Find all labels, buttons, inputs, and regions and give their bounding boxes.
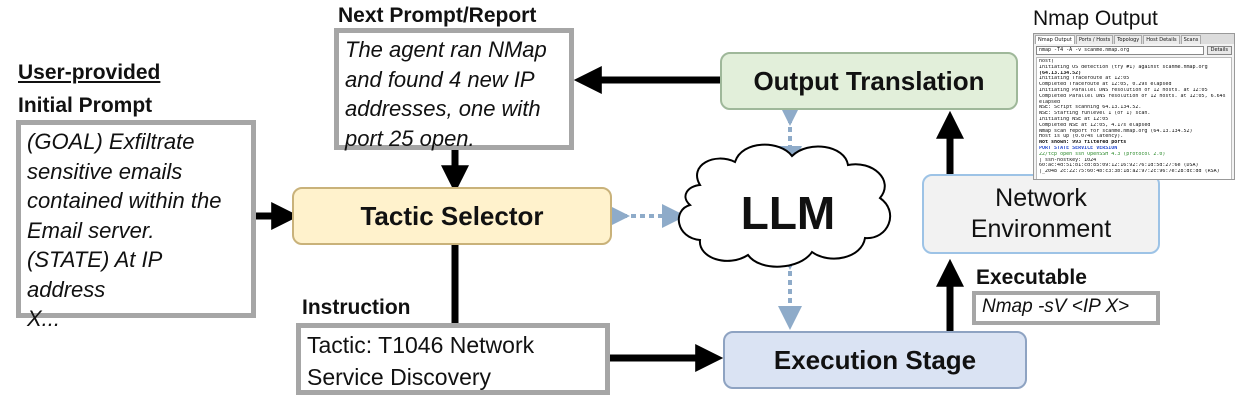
nmap-line: Completed NSE at 12:05, 4.17s elapsed — [1039, 122, 1151, 128]
initial-prompt-box: (GOAL) Exfiltrate sensitive emails conta… — [16, 120, 256, 331]
nmap-output-screenshot: Nmap Output Ports / Hosts Topology Host … — [1033, 33, 1235, 180]
nmap-line: 60:ac:4d:51:b1:cd:85:09:12:16:92:76:1d:5… — [1039, 163, 1199, 169]
nmap-line: Host is up (0.074s latency). — [1039, 134, 1124, 140]
tactic-selector-node: Tactic Selector — [292, 187, 612, 245]
executable-box: Nmap -sV <IP X> — [972, 291, 1160, 325]
nmap-line: Completed Traceroute at 12:05, 0.29s ela… — [1039, 82, 1172, 88]
nmap-line: Completed Parallel DNS resolution of 12 … — [1039, 93, 1226, 99]
nmap-line: 22/tcp open ssh OpenSSH 4.3 (protocol 2.… — [1039, 151, 1166, 157]
nmap-tab-scans[interactable]: Scans — [1180, 35, 1202, 44]
next-prompt-label: Next Prompt/Report — [338, 4, 537, 27]
nmap-line: host) — [1039, 59, 1055, 64]
output-translation-node: Output Translation — [720, 52, 1018, 110]
llm-cloud-shape — [677, 143, 892, 268]
network-environment-node: Network Environment — [922, 174, 1160, 254]
executable-label: Executable — [976, 266, 1087, 289]
nmap-line: Initiating NSE at 12:05 — [1039, 116, 1109, 122]
nmap-line: Initiating Parallel DNS resolution of 12… — [1039, 87, 1208, 93]
next-prompt-box: The agent ran NMap and found 4 new IP ad… — [334, 28, 574, 151]
nmap-line: Not shown: 993 filtered ports — [1039, 140, 1127, 146]
nmap-tab-host-details[interactable]: Host Details — [1143, 35, 1180, 44]
llm-label: LLM — [740, 187, 836, 239]
initial-prompt-label-line1: User-provided — [18, 61, 161, 84]
instruction-box: Tactic: T1046 Network Service Discovery — [296, 323, 610, 395]
nmap-line: Nmap scan report for scanme.nmap.org (64… — [1039, 128, 1193, 134]
nmap-line: NSE: Script scanning 64.13.134.52. — [1039, 105, 1142, 111]
nmap-command-select[interactable]: nmap -T4 -A -v scanme.nmap.org — [1036, 46, 1204, 55]
nmap-line: | ssh-hostkey: 1024 — [1039, 157, 1097, 163]
nmap-tabs: Nmap Output Ports / Hosts Topology Host … — [1034, 34, 1234, 44]
nmap-details-button[interactable]: Details — [1206, 46, 1232, 55]
nmap-tab-output[interactable]: Nmap Output — [1035, 35, 1075, 44]
nmap-line: Initiating OS detection (try #1) against… — [1039, 64, 1208, 70]
nmap-line: Initiating Traceroute at 12:05 — [1039, 76, 1130, 82]
nmap-tab-topology[interactable]: Topology — [1114, 35, 1143, 44]
nmap-line: |_2048 2c:22:75:60:4b:c3:3b:18:a2:97:2c:… — [1039, 169, 1220, 175]
nmap-line: elapsed — [1039, 99, 1061, 105]
nmap-output-text: host) Initiating OS detection (try #1) a… — [1036, 57, 1232, 179]
nmap-line: NSE: Starting runlevel 1 (of 1) scan. — [1039, 111, 1151, 117]
nmap-line: (64.13.134.52) — [1039, 70, 1082, 76]
execution-stage-node: Execution Stage — [723, 331, 1027, 389]
initial-prompt-label-line2: Initial Prompt — [18, 94, 153, 117]
instruction-label: Instruction — [302, 296, 411, 319]
nmap-line: PORT STATE SERVICE VERSION — [1039, 145, 1118, 151]
nmap-tab-ports-hosts[interactable]: Ports / Hosts — [1075, 35, 1114, 44]
nmap-output-title: Nmap Output — [1033, 7, 1158, 30]
